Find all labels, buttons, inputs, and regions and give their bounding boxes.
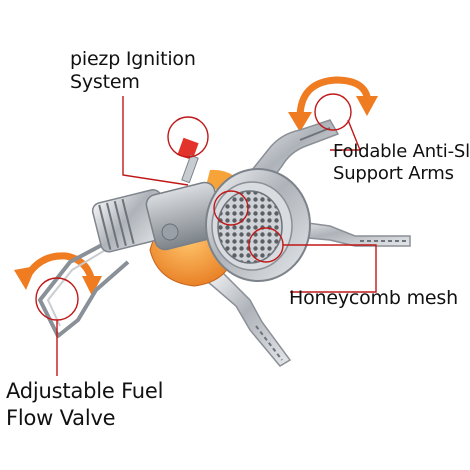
support-arms-label-line1: Foldable Anti-Slip — [333, 141, 470, 162]
mesh-callout-circle-upper — [213, 190, 249, 226]
support-arm-bottom — [206, 268, 292, 367]
fuel-valve-handle — [38, 236, 130, 338]
rotation-arrow-icon — [288, 76, 378, 132]
ignition-label-line1: piezp Ignition — [70, 48, 196, 70]
support-arms-label: Foldable Anti-Slip Support Arms — [333, 141, 470, 185]
mesh-callout-line — [283, 244, 377, 293]
burner-head — [205, 168, 311, 282]
honeycomb-mesh — [217, 190, 283, 264]
ignition-label-line2: System — [70, 71, 140, 93]
support-arm-callout-line — [330, 119, 362, 151]
mesh-label-line1: Honeycomb mesh — [289, 287, 458, 309]
support-arms-label-line2: Support Arms — [333, 163, 454, 184]
ignition-system-label: piezp Ignition System — [70, 48, 196, 94]
valve-label-line2: Flow Valve — [6, 406, 116, 430]
valve-label-line1: Adjustable Fuel — [6, 379, 164, 403]
support-arm-callout-circle — [314, 93, 352, 131]
ignition-callout-circle — [167, 116, 209, 158]
fuel-connector — [91, 181, 225, 253]
piezo-igniter — [177, 137, 199, 184]
fuel-valve-label: Adjustable Fuel Flow Valve — [6, 378, 163, 432]
honeycomb-mesh-label: Honeycomb mesh — [289, 287, 458, 310]
rotation-arrow-icon — [14, 252, 102, 296]
ignition-callout-line — [122, 96, 189, 186]
